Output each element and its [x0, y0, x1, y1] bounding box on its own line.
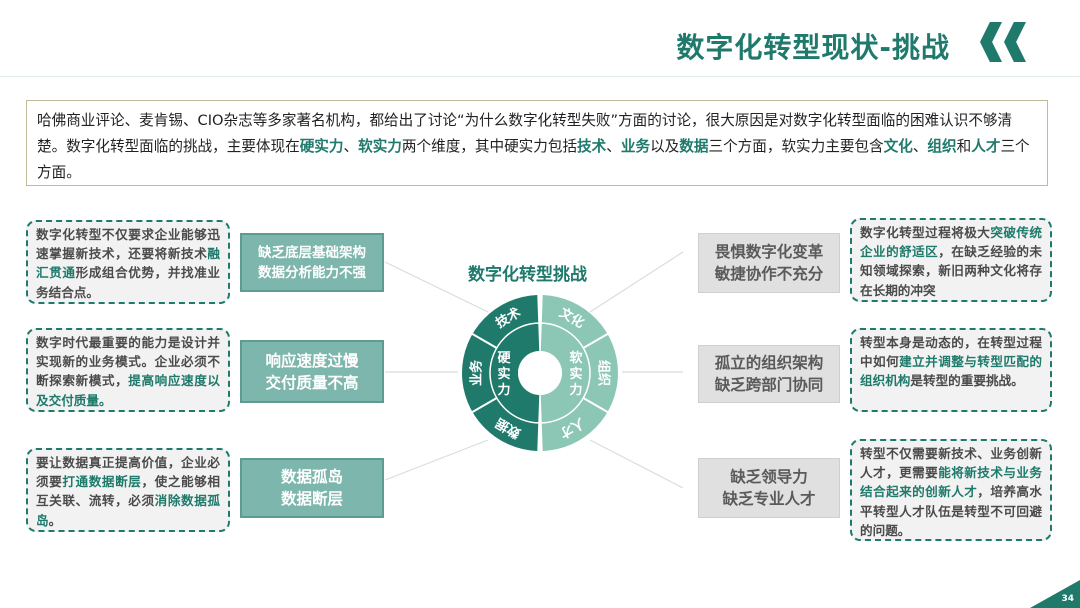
highlight-text: 消除数据孤岛: [36, 493, 221, 528]
highlight-text: 软实力: [358, 138, 402, 155]
label-organization: 孤立的组织架构缺乏跨部门协同: [698, 345, 840, 403]
label-line: 交付质量不高: [265, 373, 359, 392]
body-text: 、: [912, 138, 928, 155]
label-culture: 畏惧数字化变革敏捷协作不充分: [698, 233, 840, 293]
highlight-text: 业务: [620, 138, 651, 155]
body-text: 。: [48, 512, 62, 528]
connector-line: [589, 251, 684, 313]
note-talent: 转型不仅需要新技术、业务创新人才，更需要能将新技术与业务结合起来的创新人才，培养…: [850, 439, 1052, 541]
note-organization: 转型本身是动态的，在转型过程中如何建立并调整与转型匹配的组织机构是转型的重要挑战…: [850, 328, 1052, 412]
highlight-text: 数据: [679, 138, 709, 155]
note-business: 数字时代最重要的能力是设计并实现新的业务模式。企业必须不断探索新模式，提高响应速…: [26, 328, 230, 412]
body-text: 、: [606, 138, 621, 155]
segment-divider: [471, 333, 498, 349]
body-text: 以及: [650, 138, 680, 155]
body-text: 要让数据真正提高价值，企业必须要: [36, 455, 220, 490]
page-number: 34: [1061, 594, 1074, 604]
segment-divider: [471, 397, 498, 413]
body-text: 数字化转型过程将极大: [860, 225, 991, 240]
body-text: ，使之能够相互关联、流转，必须: [36, 474, 221, 509]
highlight-text: 硬实力: [299, 138, 344, 155]
label-talent: 缺乏领导力缺乏专业人才: [698, 458, 840, 518]
body-text: 三个方面。: [37, 138, 1030, 181]
label-line: 缺乏底层基础架构: [258, 244, 366, 261]
label-line: 数据孤岛: [280, 468, 343, 486]
highlight-text: 组织: [927, 138, 957, 155]
segment-divider: [582, 333, 609, 349]
note-culture: 数字化转型过程将极大突破传统企业的舒适区，在缺乏经验的未知领域探索，新旧两种文化…: [850, 218, 1052, 302]
body-text: 和: [956, 138, 972, 155]
hard-power-half: [461, 295, 540, 451]
highlight-text: 技术: [577, 138, 607, 155]
label-response: 响应速度过慢交付质量不高: [240, 340, 384, 403]
body-text: 数字时代最重要的能力是设计并实现新的业务模式。企业必须不断探索新模式，: [36, 335, 220, 389]
soft-power-label: 软实力: [569, 350, 582, 398]
label-line: 数据断层: [280, 490, 343, 508]
highlight-text: 建立并调整与转型匹配的组织机构: [860, 354, 1042, 389]
body-text: 数字化转型不仅要求企业能够迅速掌握新技术，还要将新技术: [36, 227, 220, 262]
segment-divider: [582, 397, 609, 413]
header-divider: [0, 76, 1080, 77]
soft-power-half: [540, 295, 619, 451]
chevron-left-icon: [1004, 22, 1026, 62]
note-tech: 数字化转型不仅要求企业能够迅速掌握新技术，还要将新技术融汇贯通形成组合优势，并找…: [26, 220, 230, 304]
highlight-text: 融汇贯通: [36, 246, 220, 281]
body-text: 是转型的重要挑战。: [910, 373, 1024, 389]
body-text: 两个维度，其中硬实力包括: [401, 138, 578, 155]
connector-line: [589, 439, 684, 489]
label-infrastructure: 缺乏底层基础架构数据分析能力不强: [240, 233, 384, 292]
label-line: 缺乏领导力: [730, 468, 808, 486]
label-line: 响应速度过慢: [265, 351, 359, 370]
body-text: 三个方面，软实力主要包含: [708, 138, 884, 155]
label-line: 孤立的组织架构: [714, 354, 824, 372]
highlight-text: 提高响应速度以及交付质量。: [36, 373, 221, 408]
body-text: 转型本身是动态的，在转型过程中如何: [860, 335, 1042, 370]
body-text: 、: [343, 138, 359, 155]
note-data: 要让数据真正提高价值，企业必须要打通数据断层，使之能够相互关联、流转，必须消除数…: [26, 448, 230, 532]
body-text: 形成组合优势，并找准业务结合点。: [36, 265, 221, 300]
label-line: 畏惧数字化变革: [714, 243, 824, 261]
body-text: 哈佛商业评论、麦肯锡、CIO杂志等多家著名机构，都给出了讨论“为什么数字化转型失…: [37, 112, 1013, 155]
label-line: 缺乏跨部门协同: [714, 376, 824, 394]
soft-item-label: 组织: [596, 360, 612, 386]
label-line: 缺乏专业人才: [722, 490, 816, 508]
body-text: ，在缺乏经验的未知领域探索，新旧两种文化将存在长期的冲突: [860, 244, 1042, 298]
body-text: ，培养高水平转型人才队伍是转型不可回避的问题。: [860, 484, 1042, 538]
connector-line: [384, 439, 489, 481]
highlight-text: 人才: [971, 138, 1001, 155]
wheel-hub: [518, 351, 562, 395]
highlight-text: 能将新技术与业务结合起来的创新人才: [860, 465, 1042, 500]
connector-line: [384, 261, 489, 313]
hard-power-label: 硬实力: [497, 351, 511, 398]
label-line: 敏捷协作不充分: [714, 265, 824, 283]
label-line: 数据分析能力不强: [258, 264, 366, 281]
hard-item-label: 业务: [469, 359, 485, 386]
wheel-title: 数字化转型挑战: [468, 265, 587, 285]
highlight-text: 突破传统企业的舒适区: [860, 225, 1042, 260]
intro-paragraph: 哈佛商业评论、麦肯锡、CIO杂志等多家著名机构，都给出了讨论“为什么数字化转型失…: [26, 100, 1048, 186]
highlight-text: 打通数据断层: [62, 474, 142, 490]
label-data-silo: 数据孤岛数据断层: [240, 458, 384, 518]
highlight-text: 文化: [883, 138, 913, 155]
inner-ring: [489, 322, 591, 424]
page-corner: [1030, 580, 1080, 608]
body-text: 转型不仅需要新技术、业务创新人才，更需要: [860, 446, 1042, 481]
page-title: 数字化转型现状-挑战: [676, 31, 950, 64]
chevron-left-icon: [980, 22, 1002, 62]
